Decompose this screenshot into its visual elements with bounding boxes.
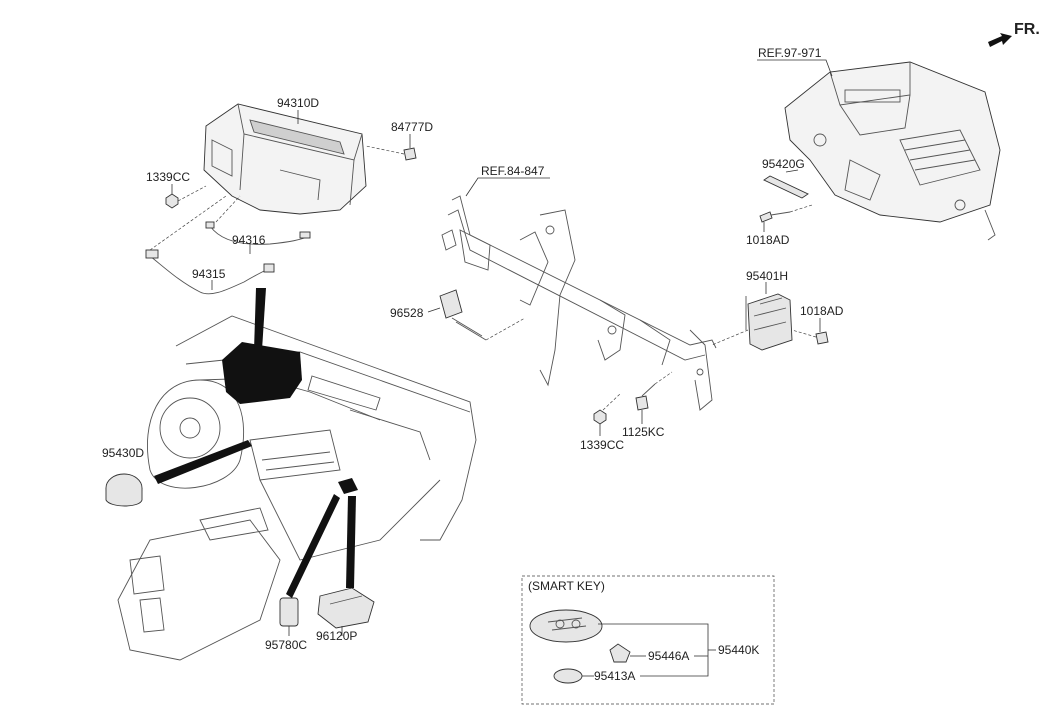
display-unit-94310D-sketch <box>203 103 367 215</box>
screw-84777D <box>403 147 417 161</box>
part-95401H-sketch <box>745 293 793 351</box>
nut-1339CC-top <box>165 193 179 209</box>
fr-label: FR. <box>1014 21 1040 38</box>
label-1339CC-bottom: 1339CC <box>580 438 624 452</box>
label-84777D: 84777D <box>391 120 433 134</box>
label-1125KC: 1125KC <box>622 425 665 439</box>
pointer-arrow-icon <box>254 288 266 350</box>
label-1018AD-top: 1018AD <box>746 233 790 247</box>
label-96120P: 96120P <box>316 629 357 643</box>
part-96120P-sketch <box>317 587 375 629</box>
hvac-unit-sketch <box>784 61 1001 241</box>
display-highlight <box>222 342 302 404</box>
label-95401H: 95401H <box>746 269 788 283</box>
battery-95413A-sketch <box>553 668 583 684</box>
cable-94316-sketch <box>205 221 311 245</box>
label-95780C: 95780C <box>265 638 307 652</box>
label-95440K: 95440K <box>718 643 759 657</box>
part-95420G-sketch <box>763 175 809 199</box>
label-96528: 96528 <box>390 306 424 320</box>
bolt-1125KC <box>635 383 656 411</box>
smart-key-fob-sketch <box>529 609 603 643</box>
smart-key-title: (SMART KEY) <box>528 579 605 593</box>
pointer-arrow-95430D <box>154 440 252 484</box>
part-95780C-sketch <box>279 597 299 627</box>
key-blade-95446A-sketch <box>609 643 631 663</box>
label-95430D: 95430D <box>102 446 144 460</box>
nut-1339CC-bottom <box>593 409 607 425</box>
part-96528-sketch <box>439 289 487 341</box>
console-module-highlight <box>338 478 358 494</box>
ref-hvac-label: REF.97-971 <box>758 46 822 60</box>
label-95446A: 95446A <box>648 649 689 663</box>
front-orientation: FR. <box>988 21 1040 47</box>
label-94315: 94315 <box>192 267 226 281</box>
fr-arrow-icon <box>988 33 1012 47</box>
smart-key-inset: (SMART KEY) 95446A 95413A 95440K <box>521 575 775 705</box>
label-95413A: 95413A <box>594 669 635 683</box>
screw-1018AD-top <box>759 211 791 223</box>
screw-1018AD-right <box>815 331 829 345</box>
pointer-arrow-96120P <box>346 496 356 588</box>
label-95420G: 95420G <box>762 157 805 171</box>
label-94310D: 94310D <box>277 96 319 110</box>
cable-94315-sketch <box>145 249 275 295</box>
ref-cowl-label: REF.84-847 <box>481 164 545 178</box>
pointer-arrow-95780C <box>286 494 340 598</box>
cowl-crossbar-sketch <box>441 195 717 411</box>
label-1018AD-right: 1018AD <box>800 304 844 318</box>
label-94316: 94316 <box>232 233 266 247</box>
label-1339CC-top: 1339CC <box>146 170 190 184</box>
part-95430D-sketch <box>105 473 143 507</box>
